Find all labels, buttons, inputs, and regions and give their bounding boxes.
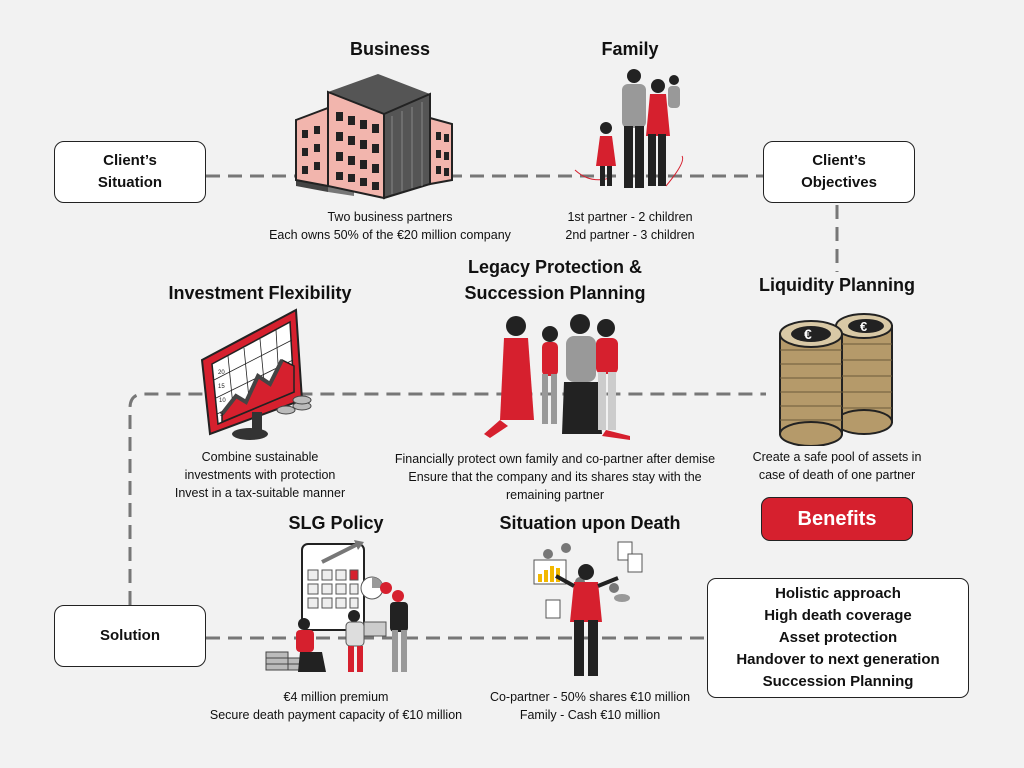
slg-policy-title: SLG Policy [288,513,384,533]
family-icon [574,69,684,188]
investment-line-1: Combine sustainable [201,450,319,464]
family-line-2: 2nd partner - 3 children [565,228,695,242]
family-description: 1st partner - 2 children 2nd partner - 3… [540,208,720,244]
clients-situation-line-2: Situation [97,174,163,191]
benefits-title: Benefits [761,497,913,541]
office-building-icon [295,74,453,200]
benefits-list: Holistic approach High death coverage As… [707,578,969,698]
business-title: Business [349,39,431,59]
chart-axis-label-10: 10 [219,398,226,404]
liquidity-planning-title: Liquidity Planning [759,275,915,295]
situation-upon-death-title: Situation upon Death [499,513,681,533]
legacy-line-1: Financially protect own family and co-pa… [394,452,716,466]
solution-box: Solution [54,605,206,667]
clients-situation-line-1: Client’s [103,152,157,169]
investment-line-2: investments with protection [184,468,336,482]
calculator-team-icon [265,540,408,672]
euro-symbol-back: € [860,319,867,334]
business-line-1: Two business partners [327,210,453,224]
chart-axis-label-20: 20 [218,370,225,376]
benefit-item: Asset protection [778,629,898,646]
legacy-title-line-2: Succession Planning [464,283,646,303]
benefit-item: Succession Planning [762,673,914,690]
liquidity-description: Create a safe pool of assets in case of … [737,448,937,484]
slg-description: €4 million premium Secure death payment … [195,688,477,724]
slg-line-1: €4 million premium [283,690,389,704]
chart-axis-label-15: 15 [218,384,225,390]
benefit-item: Handover to next generation [736,651,940,668]
business-line-2: Each owns 50% of the €20 million company [269,228,511,242]
euro-symbol-front: € [804,326,812,342]
death-line-1: Co-partner - 50% shares €10 million [489,690,691,704]
business-description: Two business partners Each owns 50% of t… [240,208,540,244]
death-line-2: Family - Cash €10 million [519,708,661,722]
clients-objectives-line-1: Client’s [812,152,866,169]
legacy-title-line-1: Legacy Protection & [467,257,643,277]
family-line-1: 1st partner - 2 children [567,210,693,224]
clients-objectives-line-2: Objectives [801,174,877,191]
solution-label: Solution [100,627,160,644]
legacy-line-3: remaining partner [506,488,604,502]
benefit-item: High death coverage [764,607,912,624]
investment-description: Combine sustainable investments with pro… [150,448,370,502]
clients-objectives-box: Client’s Objectives [763,141,915,203]
legacy-protection-title: Legacy Protection & Succession Planning [435,254,675,306]
benefit-item: Holistic approach [775,585,901,602]
family-hug-icon [484,314,630,440]
stock-chart-monitor-icon: 20 15 10 5 [200,308,312,440]
slg-line-2: Secure death payment capacity of €10 mil… [209,708,463,722]
liquidity-line-1: Create a safe pool of assets in [752,450,922,464]
investment-flexibility-title: Investment Flexibility [168,283,352,303]
investment-line-3: Invest in a tax-suitable manner [174,486,346,500]
legacy-description: Financially protect own family and co-pa… [385,450,725,504]
clients-situation-box: Client’s Situation [54,141,206,203]
legacy-line-2: Ensure that the company and its shares s… [408,470,702,484]
family-title: Family [601,39,659,59]
death-description: Co-partner - 50% shares €10 million Fami… [465,688,715,724]
chart-axis-label-5: 5 [220,412,224,418]
liquidity-line-2: case of death of one partner [758,468,916,482]
euro-coin-stack-icon: € € [779,313,893,446]
juggling-assets-man-icon [533,541,643,676]
